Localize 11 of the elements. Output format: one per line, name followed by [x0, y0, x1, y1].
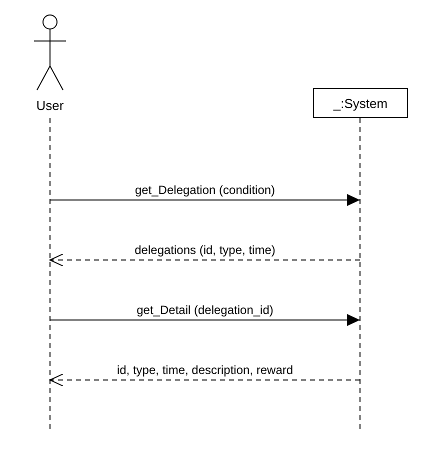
object-lifeline: [313, 88, 408, 430]
message-label: get_Delegation (condition): [132, 183, 278, 197]
object-box: _:System: [313, 88, 408, 118]
message-arrow: [50, 254, 360, 266]
message-label: delegations (id, type, time): [132, 243, 278, 257]
message-arrow: [50, 314, 360, 326]
message-label: get_Detail (delegation_id): [134, 303, 276, 317]
message-arrow: [50, 194, 360, 206]
message-arrow: [50, 374, 360, 386]
actor-name: User: [36, 98, 64, 113]
message-label: id, type, time, description, reward: [114, 363, 296, 377]
